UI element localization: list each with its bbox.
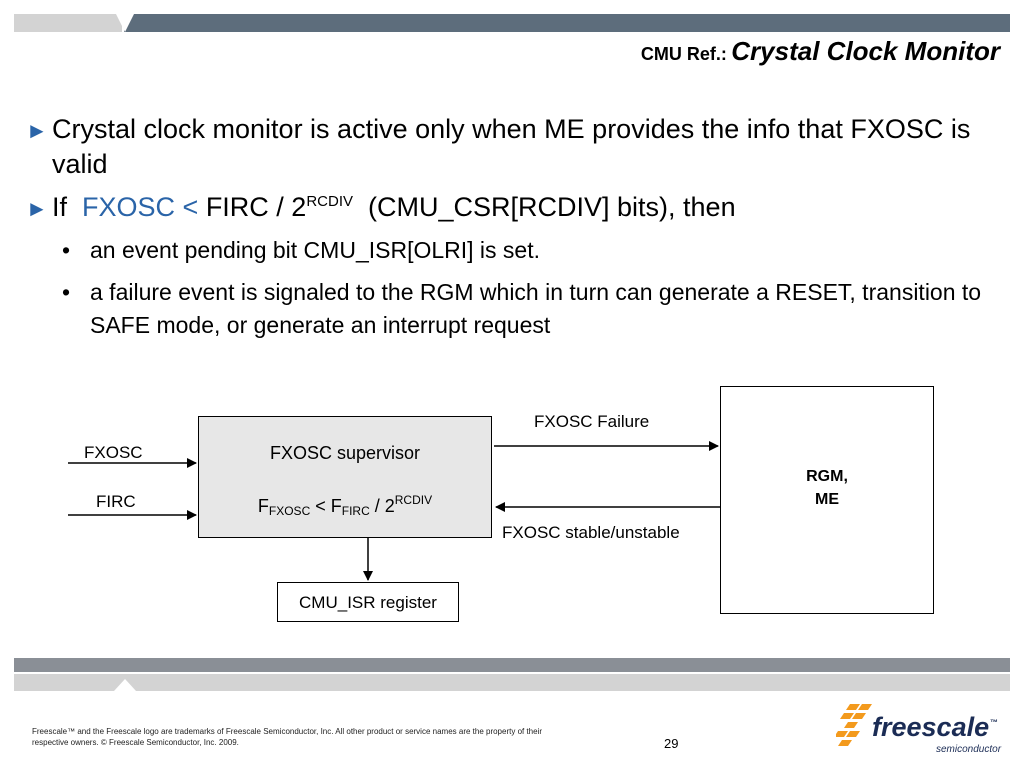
header-bar-light [14,14,122,32]
bullet-text: Crystal clock monitor is active only whe… [52,114,971,179]
header-notch [116,14,134,32]
dot-bullet-icon: • [62,279,71,305]
logo-trademark: ™ [990,718,998,727]
triangle-bullet-icon: ► [26,118,48,143]
title-main: Crystal Clock Monitor [731,36,1000,66]
firc-input-label: FIRC [96,492,136,511]
register-box: CMU_ISR register [277,582,459,622]
dot-bullet-icon: • [62,237,71,263]
header-bar-dark [124,14,1010,32]
bullet-item: ► If FXOSC < FIRC / 2RCDIV (CMU_CSR[RCDI… [26,190,996,226]
condition-rest: (CMU_CSR[RCDIV] bits), then [368,192,736,222]
rgm-label: RGM, [806,468,848,485]
footer-bar-light [14,674,1010,691]
register-label: CMU_ISR register [299,593,437,612]
formula-lt: < F [310,496,342,516]
formula-sub-fxosc: FXOSC [268,504,311,518]
freescale-logo: freescale ™ semiconductor [836,700,1016,760]
legal-notice: Freescale™ and the Freescale logo are tr… [32,727,543,747]
page-number: 29 [664,736,679,751]
bullet-text: If FXOSC < FIRC / 2RCDIV (CMU_CSR[RCDIV]… [52,190,736,226]
logo-subtitle: semiconductor [936,744,1002,755]
fxosc-highlight: FXOSC < [82,192,199,222]
bullet-list: ► Crystal clock monitor is active only w… [26,112,996,351]
me-label: ME [815,491,839,508]
rgm-box: RGM, ME [720,386,934,614]
fxosc-input-label: FXOSC [84,443,143,462]
footer-bar-dark [14,658,1010,672]
supervisor-formula: FFXOSC < FFIRC / 2RCDIV [199,493,491,518]
supervisor-box: FXOSC supervisor FFXOSC < FFIRC / 2RCDIV [198,416,492,538]
freescale-mark-icon [836,704,872,746]
footer-notch [114,679,136,691]
formula-div: / 2 [369,496,395,516]
if-word: If [52,192,68,222]
sub-bullet-item: • an event pending bit CMU_ISR[OLRI] is … [62,234,996,267]
sub-bullet-text: a failure event is signaled to the RGM w… [90,279,982,338]
supervisor-title: FXOSC supervisor [269,443,421,463]
triangle-bullet-icon: ► [26,196,48,221]
sub-bullet-text: an event pending bit CMU_ISR[OLRI] is se… [90,237,540,263]
title-prefix: CMU Ref.: [640,44,727,64]
formula-f: F [257,496,269,516]
failure-label: FXOSC Failure [534,412,650,431]
sub-bullet-item: • a failure event is signaled to the RGM… [62,276,996,342]
slide-title: CMU Ref.: Crystal Clock Monitor [641,36,1000,67]
logo-wordmark: freescale [872,712,990,742]
formula-sub-firc: FIRC [341,504,370,518]
formula-sup: RCDIV [394,493,433,507]
bullet-item: ► Crystal clock monitor is active only w… [26,112,996,182]
rcdiv-superscript: RCDIV [306,193,353,210]
firc-expression: FIRC / 2 [198,192,307,222]
stable-label: FXOSC stable/unstable [502,523,680,542]
